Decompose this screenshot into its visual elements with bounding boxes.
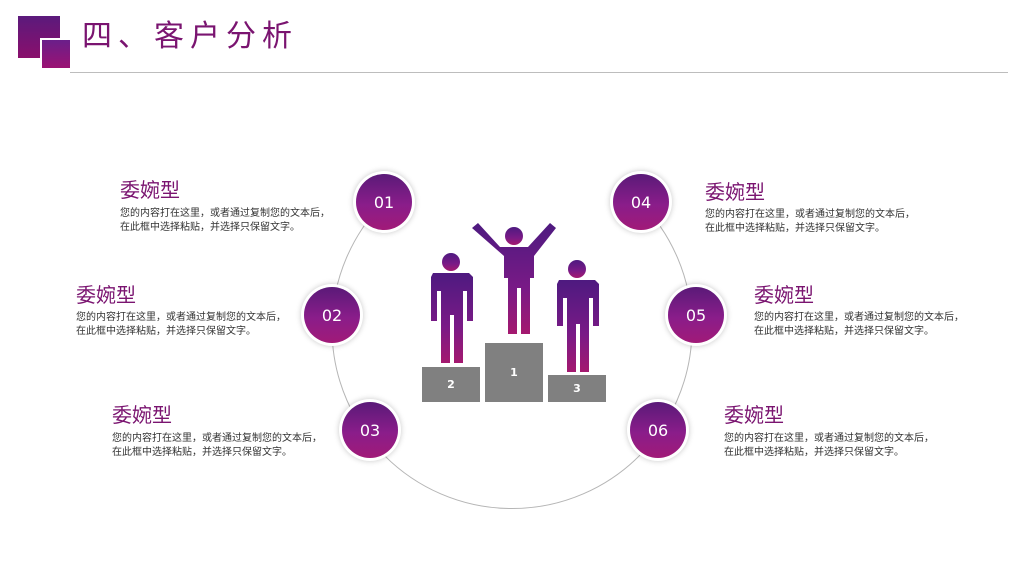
item-desc-line: 在此框中选择粘贴，并选择只保留文字。 — [724, 447, 904, 458]
item-desc-line: 您的内容打在这里，或者通过复制您的文本后， — [724, 433, 934, 444]
item-title-06: 委婉型 — [724, 403, 784, 427]
item-desc-05: 您的内容打在这里，或者通过复制您的文本后， 在此框中选择粘贴，并选择只保留文字。 — [754, 311, 964, 339]
podium-label-second: 2 — [447, 378, 455, 391]
badge-05: 05 — [668, 287, 724, 343]
badge-06: 06 — [630, 402, 686, 458]
item-desc-line: 您的内容打在这里，或者通过复制您的文本后， — [76, 312, 286, 323]
item-desc-line: 您的内容打在这里，或者通过复制您的文本后， — [120, 208, 330, 219]
item-title-02: 委婉型 — [76, 283, 136, 307]
item-desc-01: 您的内容打在这里，或者通过复制您的文本后， 在此框中选择粘贴，并选择只保留文字。 — [120, 207, 330, 235]
page-title: 四、客户分析 — [82, 19, 298, 54]
podium-label-third: 3 — [573, 382, 581, 395]
item-title-04: 委婉型 — [705, 180, 765, 204]
item-desc-line: 您的内容打在这里，或者通过复制您的文本后， — [754, 312, 964, 323]
item-desc-02: 您的内容打在这里，或者通过复制您的文本后， 在此框中选择粘贴，并选择只保留文字。 — [76, 311, 286, 339]
item-desc-line: 在此框中选择粘贴，并选择只保留文字。 — [120, 222, 300, 233]
item-desc-line: 在此框中选择粘贴，并选择只保留文字。 — [705, 223, 885, 234]
item-desc-06: 您的内容打在这里，或者通过复制您的文本后， 在此框中选择粘贴，并选择只保留文字。 — [724, 432, 934, 460]
podium-block-third — [548, 375, 606, 402]
podium-block-second — [422, 367, 480, 402]
title-divider — [70, 72, 1008, 73]
badge-03: 03 — [342, 402, 398, 458]
item-title-01: 委婉型 — [120, 178, 180, 202]
item-title-03: 委婉型 — [112, 403, 172, 427]
item-title-05: 委婉型 — [754, 283, 814, 307]
person-third-icon — [557, 260, 599, 372]
badge-01: 01 — [356, 174, 412, 230]
podium-block-first — [485, 343, 543, 402]
badge-04: 04 — [613, 174, 669, 230]
logo — [18, 16, 70, 68]
person-second-icon — [431, 253, 473, 363]
item-desc-line: 您的内容打在这里，或者通过复制您的文本后， — [112, 433, 322, 444]
item-desc-line: 您的内容打在这里，或者通过复制您的文本后， — [705, 209, 915, 220]
badge-02: 02 — [304, 287, 360, 343]
item-desc-line: 在此框中选择粘贴，并选择只保留文字。 — [754, 326, 934, 337]
person-winner-icon — [472, 223, 556, 334]
item-desc-line: 在此框中选择粘贴，并选择只保留文字。 — [76, 326, 256, 337]
podium-label-first: 1 — [510, 366, 518, 379]
item-desc-04: 您的内容打在这里，或者通过复制您的文本后， 在此框中选择粘贴，并选择只保留文字。 — [705, 208, 915, 236]
item-desc-line: 在此框中选择粘贴，并选择只保留文字。 — [112, 447, 292, 458]
logo-square-small — [40, 38, 70, 68]
item-desc-03: 您的内容打在这里，或者通过复制您的文本后， 在此框中选择粘贴，并选择只保留文字。 — [112, 432, 322, 460]
